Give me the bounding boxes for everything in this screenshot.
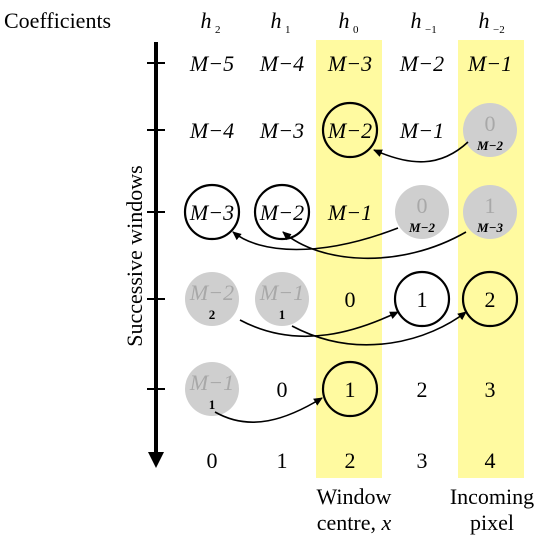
cell-value: M−4: [189, 118, 234, 143]
axis-ticks: [147, 62, 165, 390]
window-centre-caption-prefix: centre,: [317, 510, 382, 535]
cell-value: M−2: [259, 200, 304, 225]
coefficient-header-subscript: 1: [285, 24, 291, 36]
selected-sample-ring: [183, 183, 241, 241]
cell-value: 0: [277, 377, 288, 402]
shift-arrow: [291, 311, 467, 346]
coefficient-header-subscript: −1: [425, 24, 437, 36]
bottom-index-row: 0 1 2 3 4: [207, 448, 496, 473]
cell-value: M−3: [189, 200, 234, 225]
shifted-sample-circle: [255, 272, 309, 326]
selected-sample-ring: [321, 101, 379, 159]
sample-circles: [183, 101, 519, 418]
cell-value: 0: [485, 111, 496, 136]
cell-subvalue: 2: [209, 307, 216, 322]
cell-value: 0: [345, 287, 356, 312]
shifted-sample-circle: [463, 185, 517, 239]
shift-arrow: [232, 227, 399, 251]
coefficient-header: h: [201, 8, 212, 33]
coefficient-header: h: [411, 8, 422, 33]
selected-sample-ring: [461, 270, 519, 328]
window-centre-caption-line1: Window: [317, 484, 392, 509]
window-centre-caption-var: x: [380, 510, 391, 535]
shift-arrow: [239, 311, 399, 338]
cell-subvalue: M−2: [476, 138, 503, 153]
cell-value: M−4: [259, 51, 304, 76]
shifted-sample-circle: [463, 103, 517, 157]
shifted-sample-circle: [395, 185, 449, 239]
pixel-index: 0: [207, 448, 218, 473]
pixel-index: 3: [417, 448, 428, 473]
shift-arrows: [214, 141, 469, 423]
cell-value: 1: [417, 287, 428, 312]
cell-subvalue: 1: [279, 307, 286, 322]
shift-arrow: [373, 141, 469, 163]
cell-value: M−1: [327, 200, 372, 225]
coefficient-header: h: [271, 8, 282, 33]
cell-value: M−1: [467, 51, 512, 76]
cell-subvalue: M−3: [476, 220, 503, 235]
windows-axis-arrowhead: [148, 452, 164, 468]
selected-sample-ring: [321, 360, 379, 418]
incoming-pixel-caption-line1: Incoming: [450, 484, 534, 509]
coefficient-header: h: [479, 8, 490, 33]
cell-subvalue: 1: [209, 397, 216, 412]
cell-value: M−1: [259, 280, 304, 305]
selected-sample-ring: [393, 270, 451, 328]
shifted-sample-circle: [185, 272, 239, 326]
cell-value: M−3: [327, 51, 372, 76]
shift-arrow: [282, 231, 467, 260]
cell-value: M−1: [399, 118, 444, 143]
cell-value: 1: [485, 193, 496, 218]
cell-value: M−3: [259, 118, 304, 143]
coefficient-header-subscript: 2: [215, 24, 221, 36]
cell-value: M−1: [189, 370, 234, 395]
coefficient-header-subscript: 0: [353, 24, 359, 36]
coefficients-label: Coefficients: [4, 8, 111, 33]
cell-value: M−5: [189, 51, 234, 76]
cell-value: M−2: [327, 118, 372, 143]
window-centre-caption-line2: centre, x: [317, 510, 392, 535]
cell-value: 0: [417, 193, 428, 218]
pixel-index: 4: [485, 448, 496, 473]
cell-value: M−2: [189, 280, 234, 305]
coefficient-header-subscript: −2: [493, 24, 505, 36]
cell-value: 2: [417, 377, 428, 402]
incoming-pixel-caption-line2: pixel: [470, 510, 514, 535]
shift-arrow: [214, 397, 323, 423]
successive-windows-label: Successive windows: [122, 165, 147, 346]
pixel-index: 1: [277, 448, 288, 473]
cell-value: M−2: [399, 51, 444, 76]
cell-subvalue: M−2: [408, 220, 435, 235]
cell-value: 2: [485, 287, 496, 312]
cell-value: 3: [485, 377, 496, 402]
cell-value: 1: [345, 377, 356, 402]
pixel-index: 2: [345, 448, 356, 473]
selected-sample-ring: [253, 183, 311, 241]
shifted-sample-circle: [185, 362, 239, 416]
coefficient-header: h: [339, 8, 350, 33]
